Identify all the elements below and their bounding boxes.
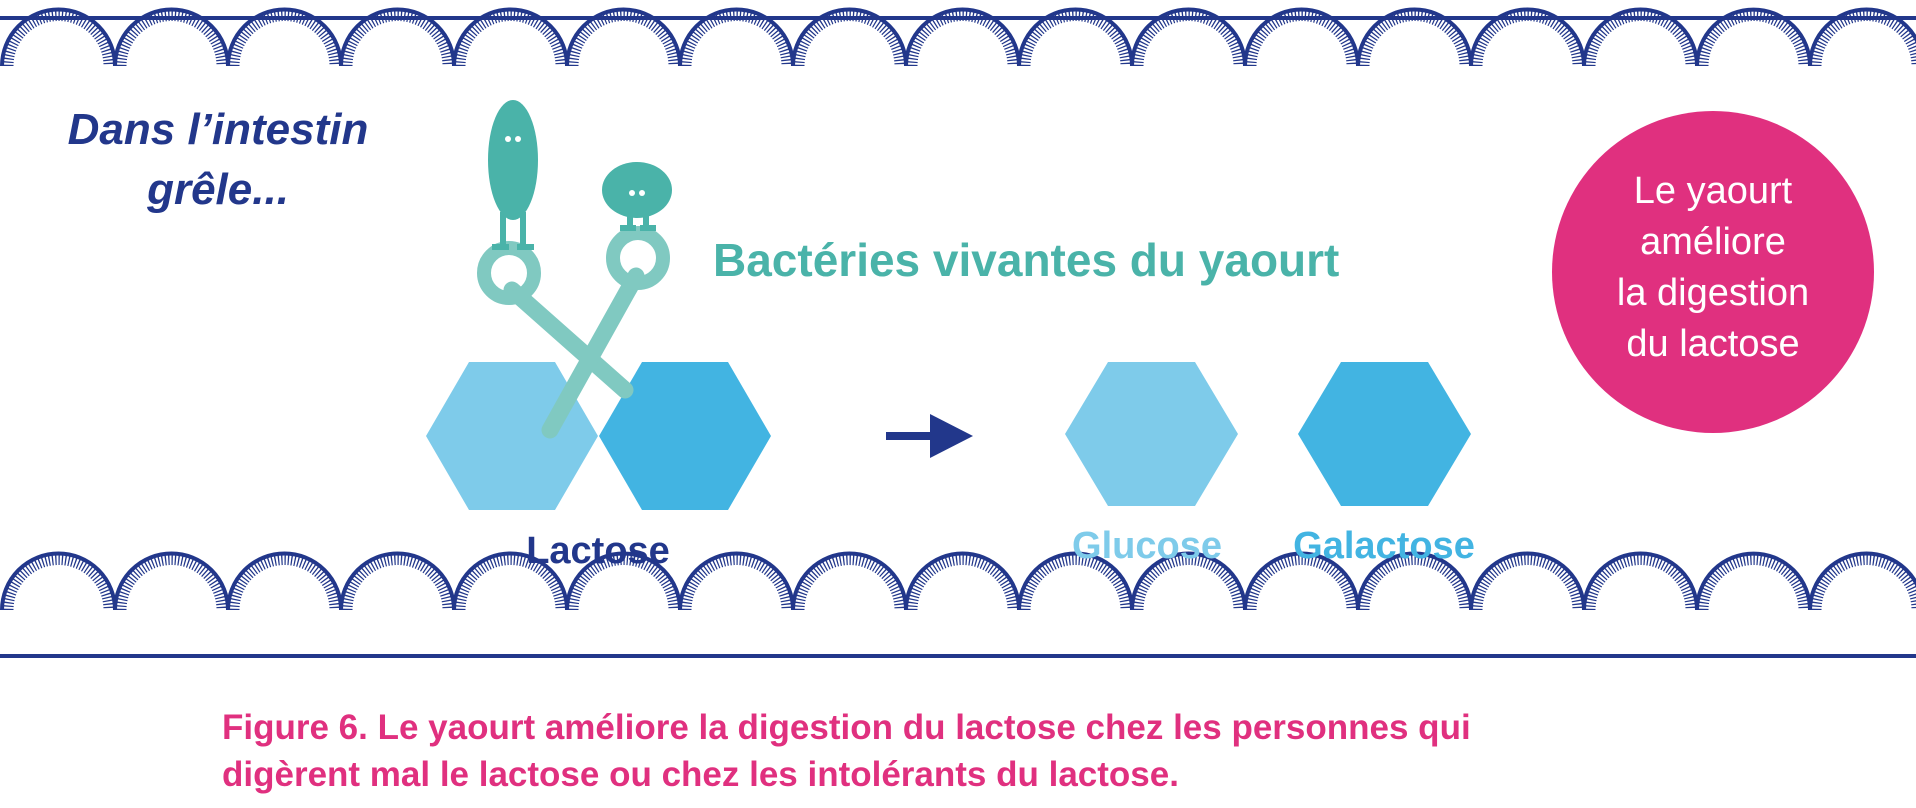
scallop-fringe xyxy=(793,554,906,611)
scallop-fringe xyxy=(228,554,341,611)
scallop-arc xyxy=(452,551,569,611)
scallop-fringe xyxy=(115,554,228,611)
scallop-arc xyxy=(339,551,456,611)
caption-line-2: digèrent mal le lactose ou chez les into… xyxy=(222,755,1179,794)
scallop-arc xyxy=(1469,7,1586,67)
scallop-fringe xyxy=(454,554,567,611)
scallop-fringe xyxy=(1471,554,1584,611)
scallop-fringe xyxy=(2,10,115,67)
scallop-fringe xyxy=(680,554,793,611)
lactose-label: Lactose xyxy=(526,530,670,572)
glucose-hexagon-icon xyxy=(1065,362,1238,506)
scallop-fringe xyxy=(115,10,228,67)
scallop-arc xyxy=(1243,7,1360,67)
scallop-fringe xyxy=(793,10,906,67)
scallop-arc xyxy=(678,7,795,67)
galactose-hexagon-icon xyxy=(1298,362,1471,506)
top-scalloped-border xyxy=(0,7,1916,67)
scallop-arc xyxy=(1356,551,1473,611)
scallop-arc xyxy=(1582,7,1699,67)
scallop-fringe xyxy=(1019,10,1132,67)
scallop-fringe xyxy=(1584,10,1697,67)
scallop-arc xyxy=(1695,551,1812,611)
scallop-arc xyxy=(565,551,682,611)
scallop-arc xyxy=(904,7,1021,67)
scallop-fringe xyxy=(1245,554,1358,611)
scallop-arc xyxy=(1582,551,1699,611)
scallop-arc xyxy=(1130,551,1247,611)
scallop-arc xyxy=(1356,7,1473,67)
scallop-arc xyxy=(1017,7,1134,67)
scallop-arc xyxy=(226,551,343,611)
scallop-arc xyxy=(904,551,1021,611)
scallop-arc xyxy=(113,551,230,611)
scallop-arc xyxy=(1130,7,1247,67)
heading-line-2: grêle... xyxy=(146,165,289,214)
scallop-arc xyxy=(1808,551,1916,611)
scallop-arc xyxy=(1017,551,1134,611)
scallop-arc xyxy=(791,7,908,67)
scallop-fringe xyxy=(454,10,567,67)
scallop-fringe xyxy=(680,10,793,67)
scallop-fringe xyxy=(1697,10,1810,67)
scallop-arc xyxy=(226,7,343,67)
scallop-fringe xyxy=(1019,554,1132,611)
heading-line-1: Dans l’intestin xyxy=(68,105,369,154)
bacterium-rod-icon xyxy=(488,100,538,250)
scallop-fringe xyxy=(906,554,1019,611)
scallop-arc xyxy=(1695,7,1812,67)
bacterium-round-icon xyxy=(602,162,672,231)
scallop-fringe xyxy=(1245,10,1358,67)
scallop-fringe xyxy=(1810,10,1916,67)
scallop-fringe xyxy=(1132,10,1245,67)
scallop-fringe xyxy=(341,10,454,67)
scallop-fringe xyxy=(1697,554,1810,611)
scallop-arc xyxy=(791,551,908,611)
callout-line-3: la digestion xyxy=(1617,272,1809,314)
callout-badge: Le yaourt améliore la digestion du lacto… xyxy=(1552,111,1874,433)
scallop-fringe xyxy=(1584,554,1697,611)
scallop-arc xyxy=(339,7,456,67)
arrow-right-icon xyxy=(886,414,973,458)
scallop-arc xyxy=(1469,551,1586,611)
scallop-fringe xyxy=(1132,554,1245,611)
scallop-fringe xyxy=(228,10,341,67)
caption-line-1: Figure 6. Le yaourt améliore la digestio… xyxy=(222,708,1471,747)
glucose-label: Glucose xyxy=(1072,525,1222,567)
scallop-fringe xyxy=(567,554,680,611)
scallop-arc xyxy=(0,7,117,67)
scallop-fringe xyxy=(906,10,1019,67)
galactose-label: Galactose xyxy=(1293,525,1475,567)
scallop-arc xyxy=(1808,7,1916,67)
figure-caption: Figure 6. Le yaourt améliore la digestio… xyxy=(222,704,1722,798)
scallop-arc xyxy=(452,7,569,67)
bottom-scalloped-border xyxy=(0,551,1916,658)
callout-line-1: Le yaourt xyxy=(1634,170,1793,212)
bacteria-label: Bactéries vivantes du yaourt xyxy=(713,234,1339,286)
scallop-fringe xyxy=(567,10,680,67)
scallop-fringe xyxy=(1810,554,1916,611)
scallop-fringe xyxy=(2,554,115,611)
scallop-fringe xyxy=(1471,10,1584,67)
lactose-hexagon-right-icon xyxy=(599,362,771,510)
lactose-hexagon-left-icon xyxy=(426,362,598,510)
scallop-arc xyxy=(565,7,682,67)
scallop-fringe xyxy=(1358,554,1471,611)
scallop-fringe xyxy=(341,554,454,611)
scallop-arc xyxy=(1243,551,1360,611)
scallop-arc xyxy=(0,551,117,611)
scallop-fringe xyxy=(1358,10,1471,67)
scallop-arc xyxy=(678,551,795,611)
scallop-arc xyxy=(113,7,230,67)
callout-line-4: du lactose xyxy=(1626,323,1799,365)
callout-line-2: améliore xyxy=(1640,221,1786,263)
